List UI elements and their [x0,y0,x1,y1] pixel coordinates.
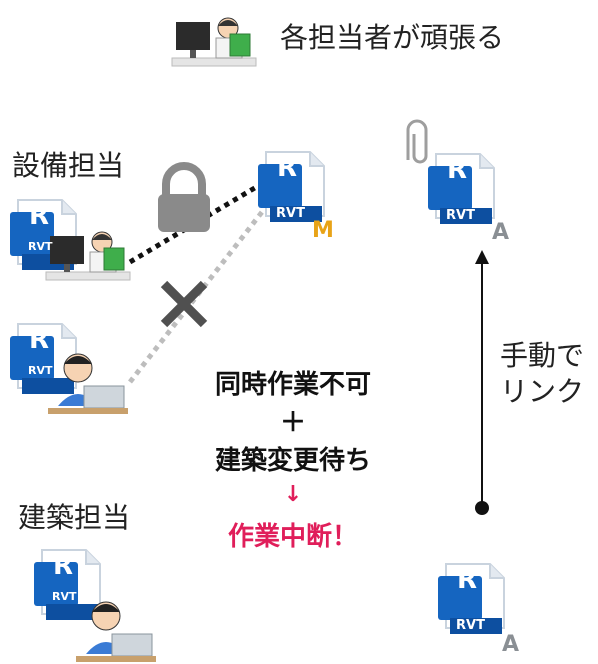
paperclip-icon [406,119,428,164]
central-rvt-logo: R [277,153,298,183]
mep2-rvt-label: RVT [28,364,53,377]
header-caption: 各担当者が頑張る [280,21,505,54]
status-arrow: ↓ [283,482,303,507]
linked-top-rvt-logo: R [447,155,468,185]
status-result: 作業中断！ [227,522,358,552]
mep-rvt-label: RVT [28,240,53,253]
arrow-up-icon [475,250,489,515]
linked-bottom-rvt-logo: R [457,565,478,595]
manual-link-line2: リンク [500,375,585,408]
status-plus: ＋ [279,408,306,438]
central-model-badge: M [312,218,334,243]
header-worker-figure [171,17,257,67]
arch-rvt-logo: R [53,551,74,581]
padlock-icon [158,162,210,232]
status-line1: 同時作業不可 [214,370,371,400]
arch-rvt-label: RVT [52,590,77,603]
mep-rvt-logo: R [29,201,50,231]
manual-link-line1: 手動で [500,339,585,372]
linked-bottom-badge: A [502,632,520,657]
cross-icon [160,280,208,328]
linked-top-badge: A [492,220,510,245]
mep-worker-figure [45,231,131,281]
central-rvt-label: RVT [276,206,305,221]
status-line2: 建築変更待ち [214,446,371,476]
linked-top-rvt-label: RVT [446,208,475,223]
arch-role-label: 建築担当 [18,501,131,534]
mep-role-label: 設備担当 [12,149,125,182]
mep2-rvt-logo: R [29,325,50,355]
linked-bottom-rvt-label: RVT [456,618,485,633]
